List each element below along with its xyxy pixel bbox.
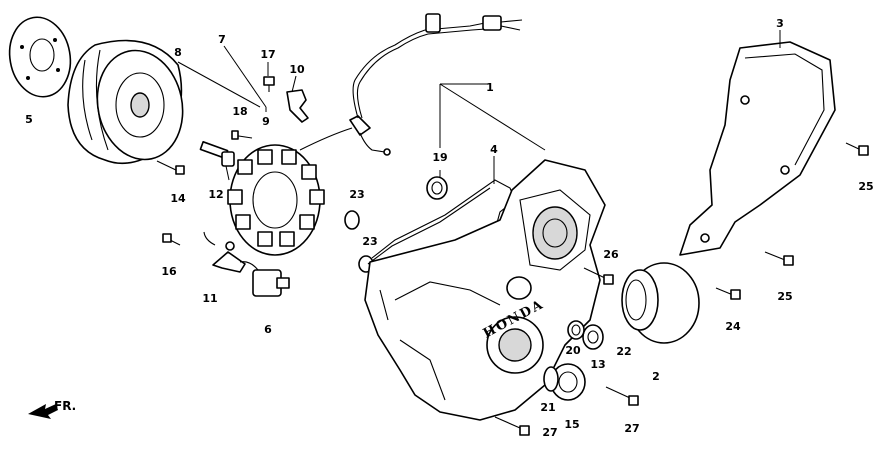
callout-labels: 1 2 3 4 5 6 7 8 9 10 11 12 13 14 15 16 1… [25, 17, 873, 439]
callout-9: 9 [262, 115, 270, 128]
wire-clamp [286, 89, 309, 123]
callout-11: 11 [202, 292, 217, 305]
callout-25-upper: 25 [858, 180, 873, 193]
callout-14: 14 [170, 192, 186, 205]
callout-25-lower: 25 [777, 290, 792, 303]
callout-23-upper: 23 [349, 188, 364, 201]
bolt-26 [583, 267, 614, 285]
bolt-16 [162, 233, 181, 246]
bolt-27-right [605, 386, 639, 406]
pulse-generator [239, 261, 290, 297]
wire-harness [203, 13, 523, 246]
callout-2: 2 [652, 370, 660, 383]
cable-holder [212, 241, 246, 273]
bolt-27-bottom [494, 416, 530, 436]
callout-15: 15 [564, 418, 579, 431]
plug-13 [582, 324, 604, 350]
callout-27-bottom: 27 [542, 426, 557, 439]
callout-13: 13 [590, 358, 605, 371]
cover-gasket [367, 179, 516, 265]
plug-15 [550, 363, 586, 401]
callout-1: 1 [486, 81, 494, 94]
front-direction-arrow: FR. [28, 399, 76, 419]
spacer-disk [8, 16, 72, 98]
callout-6: 6 [264, 323, 272, 336]
cap-cover [621, 262, 700, 344]
bolt-18 [231, 130, 253, 140]
front-direction-label: FR. [54, 399, 76, 413]
bolt-25-lower [764, 251, 794, 266]
o-ring-21 [543, 366, 559, 392]
bolt-24 [715, 287, 741, 300]
bolt-25-upper [845, 142, 869, 156]
callout-22: 22 [616, 345, 631, 358]
dowel-pin-upper [344, 210, 360, 230]
callout-24: 24 [725, 320, 741, 333]
callout-12: 12 [208, 188, 223, 201]
callout-20: 20 [565, 344, 581, 357]
callout-27-right: 27 [624, 422, 639, 435]
leader-lines [177, 30, 781, 184]
callout-4: 4 [490, 143, 498, 156]
sprocket-cover [679, 41, 836, 256]
callout-18: 18 [232, 105, 247, 118]
bolt-14 [156, 160, 185, 175]
callout-16: 16 [161, 265, 177, 278]
bolt-12 [199, 140, 235, 167]
callout-8: 8 [174, 46, 182, 59]
bolt-17 [263, 76, 275, 92]
callout-17: 17 [260, 48, 275, 61]
stator-coil [227, 144, 325, 256]
callout-3: 3 [776, 17, 784, 30]
callout-19: 19 [432, 151, 447, 164]
callout-21: 21 [540, 401, 555, 414]
o-ring-20 [567, 320, 585, 340]
callout-7: 7 [218, 33, 226, 46]
flywheel-rotor [67, 39, 184, 165]
callout-26: 26 [603, 248, 619, 261]
callout-5: 5 [25, 113, 33, 126]
callout-23-lower: 23 [362, 235, 377, 248]
oil-seal [426, 176, 448, 200]
callout-10: 10 [289, 63, 305, 76]
left-crankcase-cover: HONDA [364, 159, 606, 421]
